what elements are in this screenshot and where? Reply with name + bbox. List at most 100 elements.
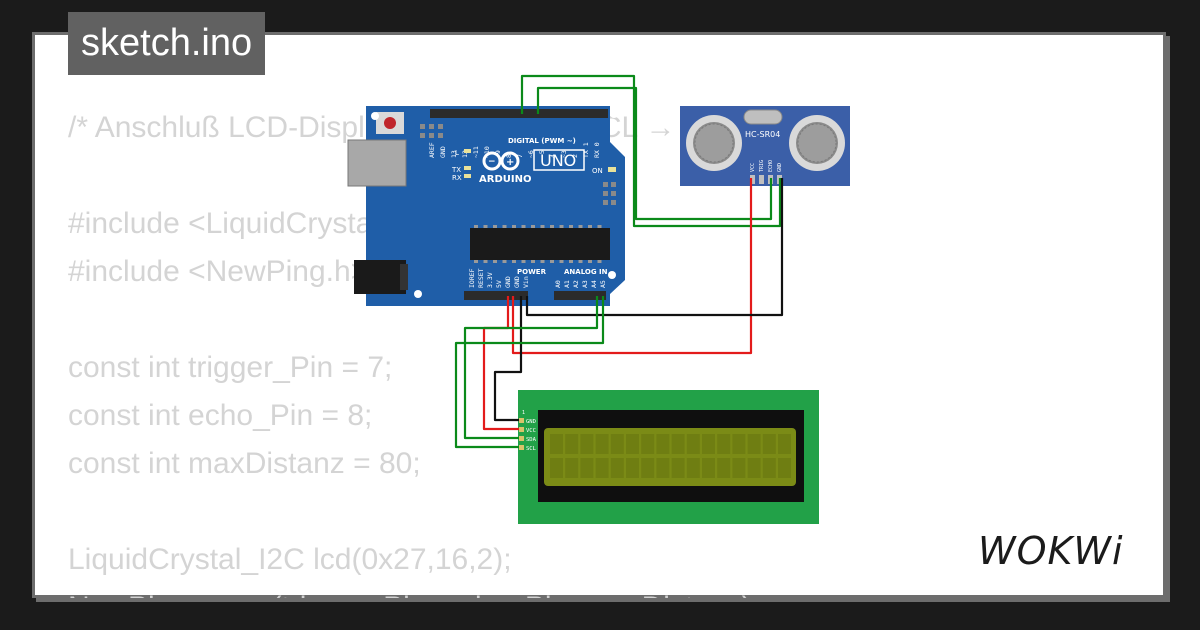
lcd-character-cell <box>671 434 685 454</box>
wokwi-logo: WOKWi <box>978 529 1123 573</box>
lcd-character-cell <box>686 458 700 478</box>
wire-trig[interactable] <box>536 86 773 221</box>
pin-label: RESET <box>477 268 485 288</box>
lcd-character-cell <box>656 434 670 454</box>
svg-text:+: + <box>506 157 514 168</box>
pin-label: 3.3V <box>486 272 494 288</box>
preview-card: /* Anschluß LCD-Display: SDA → A4 SCL → … <box>32 32 1166 598</box>
lcd-character-cell <box>641 458 655 478</box>
lcd-pin-label: VCC <box>526 428 536 434</box>
pin-label: IOREF <box>468 268 476 288</box>
digital-label: DIGITAL (PWM ~) <box>508 137 576 145</box>
pin-label: GND <box>439 146 447 158</box>
pin-label: 2 <box>571 154 579 158</box>
lcd-character-cell <box>565 458 579 478</box>
lcd-character-cell <box>595 434 609 454</box>
pin-label: ECHO <box>768 160 774 172</box>
arduino-model: UNO <box>540 151 576 170</box>
lcd-character-cell <box>595 458 609 478</box>
wire-scl[interactable] <box>454 296 605 449</box>
lcd-character-cell <box>732 434 746 454</box>
code-line: #include <NewPing.h> <box>68 255 369 288</box>
lcd-character-cell <box>702 458 715 478</box>
led-tx-label: TX <box>451 166 461 174</box>
wire-gnd-sensor[interactable] <box>525 178 784 317</box>
code-line: const int trigger_Pin = 7; <box>68 351 393 384</box>
lcd-character-cell <box>686 434 700 454</box>
pin-label: GND <box>504 276 512 288</box>
lcd-character-cell <box>747 434 761 454</box>
lcd-character-cell <box>732 458 746 478</box>
lcd-character-cell <box>610 434 624 454</box>
lcd-character-cell <box>626 458 639 478</box>
sensor-label: HC-SR04 <box>745 130 780 139</box>
lcd-character-cell <box>580 434 594 454</box>
pin-label: ~3 <box>560 150 568 158</box>
svg-text:−: − <box>488 157 496 167</box>
pin-label: A0 <box>554 280 562 288</box>
lcd-character-cell <box>671 458 685 478</box>
analog-label: ANALOG IN <box>564 268 608 276</box>
arduino-brand: ARDUINO <box>479 174 531 185</box>
lcd-character-cell <box>762 458 776 478</box>
code-line: const int maxDistanz = 80; <box>68 447 421 480</box>
pin-label: A2 <box>572 280 580 288</box>
lcd-character-cell <box>762 434 776 454</box>
analog-header <box>554 291 606 300</box>
pin-label: Vin <box>522 276 530 288</box>
lcd-character-cell <box>717 434 731 454</box>
wire-gnd-lcd[interactable] <box>493 296 523 422</box>
file-title-badge[interactable]: sketch.ino <box>68 12 266 75</box>
pin-label: VCC <box>750 163 756 172</box>
lcd-pin-label: GND <box>526 419 536 425</box>
pin-label: AREF <box>428 142 436 158</box>
lcd-pin-label: SDA <box>526 437 537 443</box>
pin-label: 12 <box>461 150 469 158</box>
lcd-pin-index: 1 <box>522 410 525 416</box>
lcd-character-cell <box>778 458 791 478</box>
lcd-character-cell <box>778 434 791 454</box>
wire-sda[interactable] <box>463 296 599 440</box>
microcontroller-chip <box>470 228 610 260</box>
power-jack <box>354 260 406 294</box>
pin-label: GND <box>777 163 783 172</box>
lcd-character-cell <box>610 458 624 478</box>
pin-label: ~11 <box>472 146 480 158</box>
pin-label: ~10 <box>483 146 491 158</box>
pin-label: A4 <box>590 280 598 288</box>
led-l-label: L <box>455 149 459 157</box>
pin-label: A3 <box>581 280 589 288</box>
lcd-character-cell <box>656 458 670 478</box>
arduino-logo: − + <box>482 151 520 171</box>
pin-label: 5V <box>495 280 503 288</box>
pin-label: ~6 <box>527 150 535 158</box>
pin-label: 7 <box>516 154 524 158</box>
pin-label: RX 0 <box>593 142 601 158</box>
power-header <box>464 291 528 300</box>
lcd-character-cell <box>565 434 579 454</box>
pin-label: A5 <box>599 280 607 288</box>
lcd-character-cell <box>641 434 655 454</box>
code-line: LiquidCrystal_I2C lcd(0x27,16,2); <box>68 543 512 576</box>
lcd-character-cell <box>550 458 563 478</box>
transducer-left <box>686 115 742 171</box>
wire-echo[interactable] <box>520 74 782 228</box>
transducer-right <box>789 115 845 171</box>
digital-header <box>430 109 608 118</box>
pin-label: A1 <box>563 280 571 288</box>
lcd-character-cell <box>747 458 761 478</box>
power-label: POWER <box>517 268 547 276</box>
wire-vcc-sensor[interactable] <box>511 178 753 355</box>
lcd-1602-i2c[interactable]: 1 GND VCC SDA SCL <box>518 390 819 524</box>
lcd-character-cell <box>702 434 715 454</box>
lcd-character-cell <box>580 458 594 478</box>
pin-label: ~5 <box>538 150 546 158</box>
lcd-character-cell <box>626 434 639 454</box>
pin-label: GND <box>513 276 521 288</box>
lcd-pin-label: SCL <box>526 446 537 452</box>
lcd-character-cell <box>717 458 731 478</box>
led-rx-label: RX <box>452 174 462 182</box>
